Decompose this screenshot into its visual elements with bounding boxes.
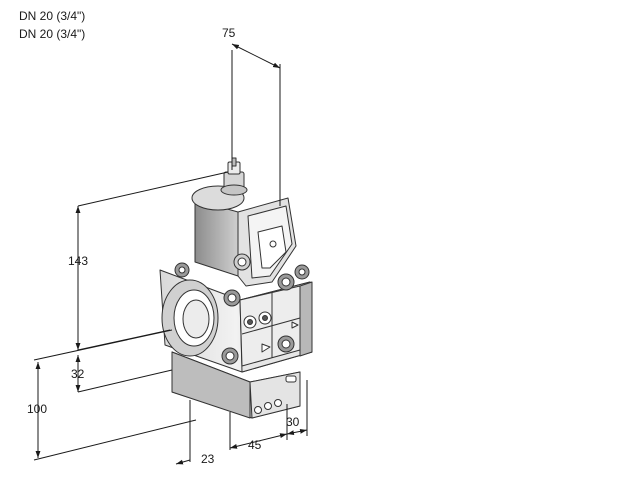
nominal-size-label-1: DN 20 (3/4")	[19, 9, 86, 23]
valve-illustration	[159, 157, 313, 419]
dimension-lines	[33, 43, 308, 465]
dim-height-lower: 32	[71, 367, 85, 381]
dim-depth-c: 30	[286, 415, 300, 429]
dim-height-total: 100	[27, 402, 47, 416]
nominal-size-label-2: DN 20 (3/4")	[19, 27, 86, 41]
dim-width-top: 75	[222, 26, 236, 40]
dim-depth-a: 23	[201, 452, 215, 466]
dim-depth-b: 45	[248, 438, 262, 452]
dim-height-actuator: 143	[68, 254, 88, 268]
